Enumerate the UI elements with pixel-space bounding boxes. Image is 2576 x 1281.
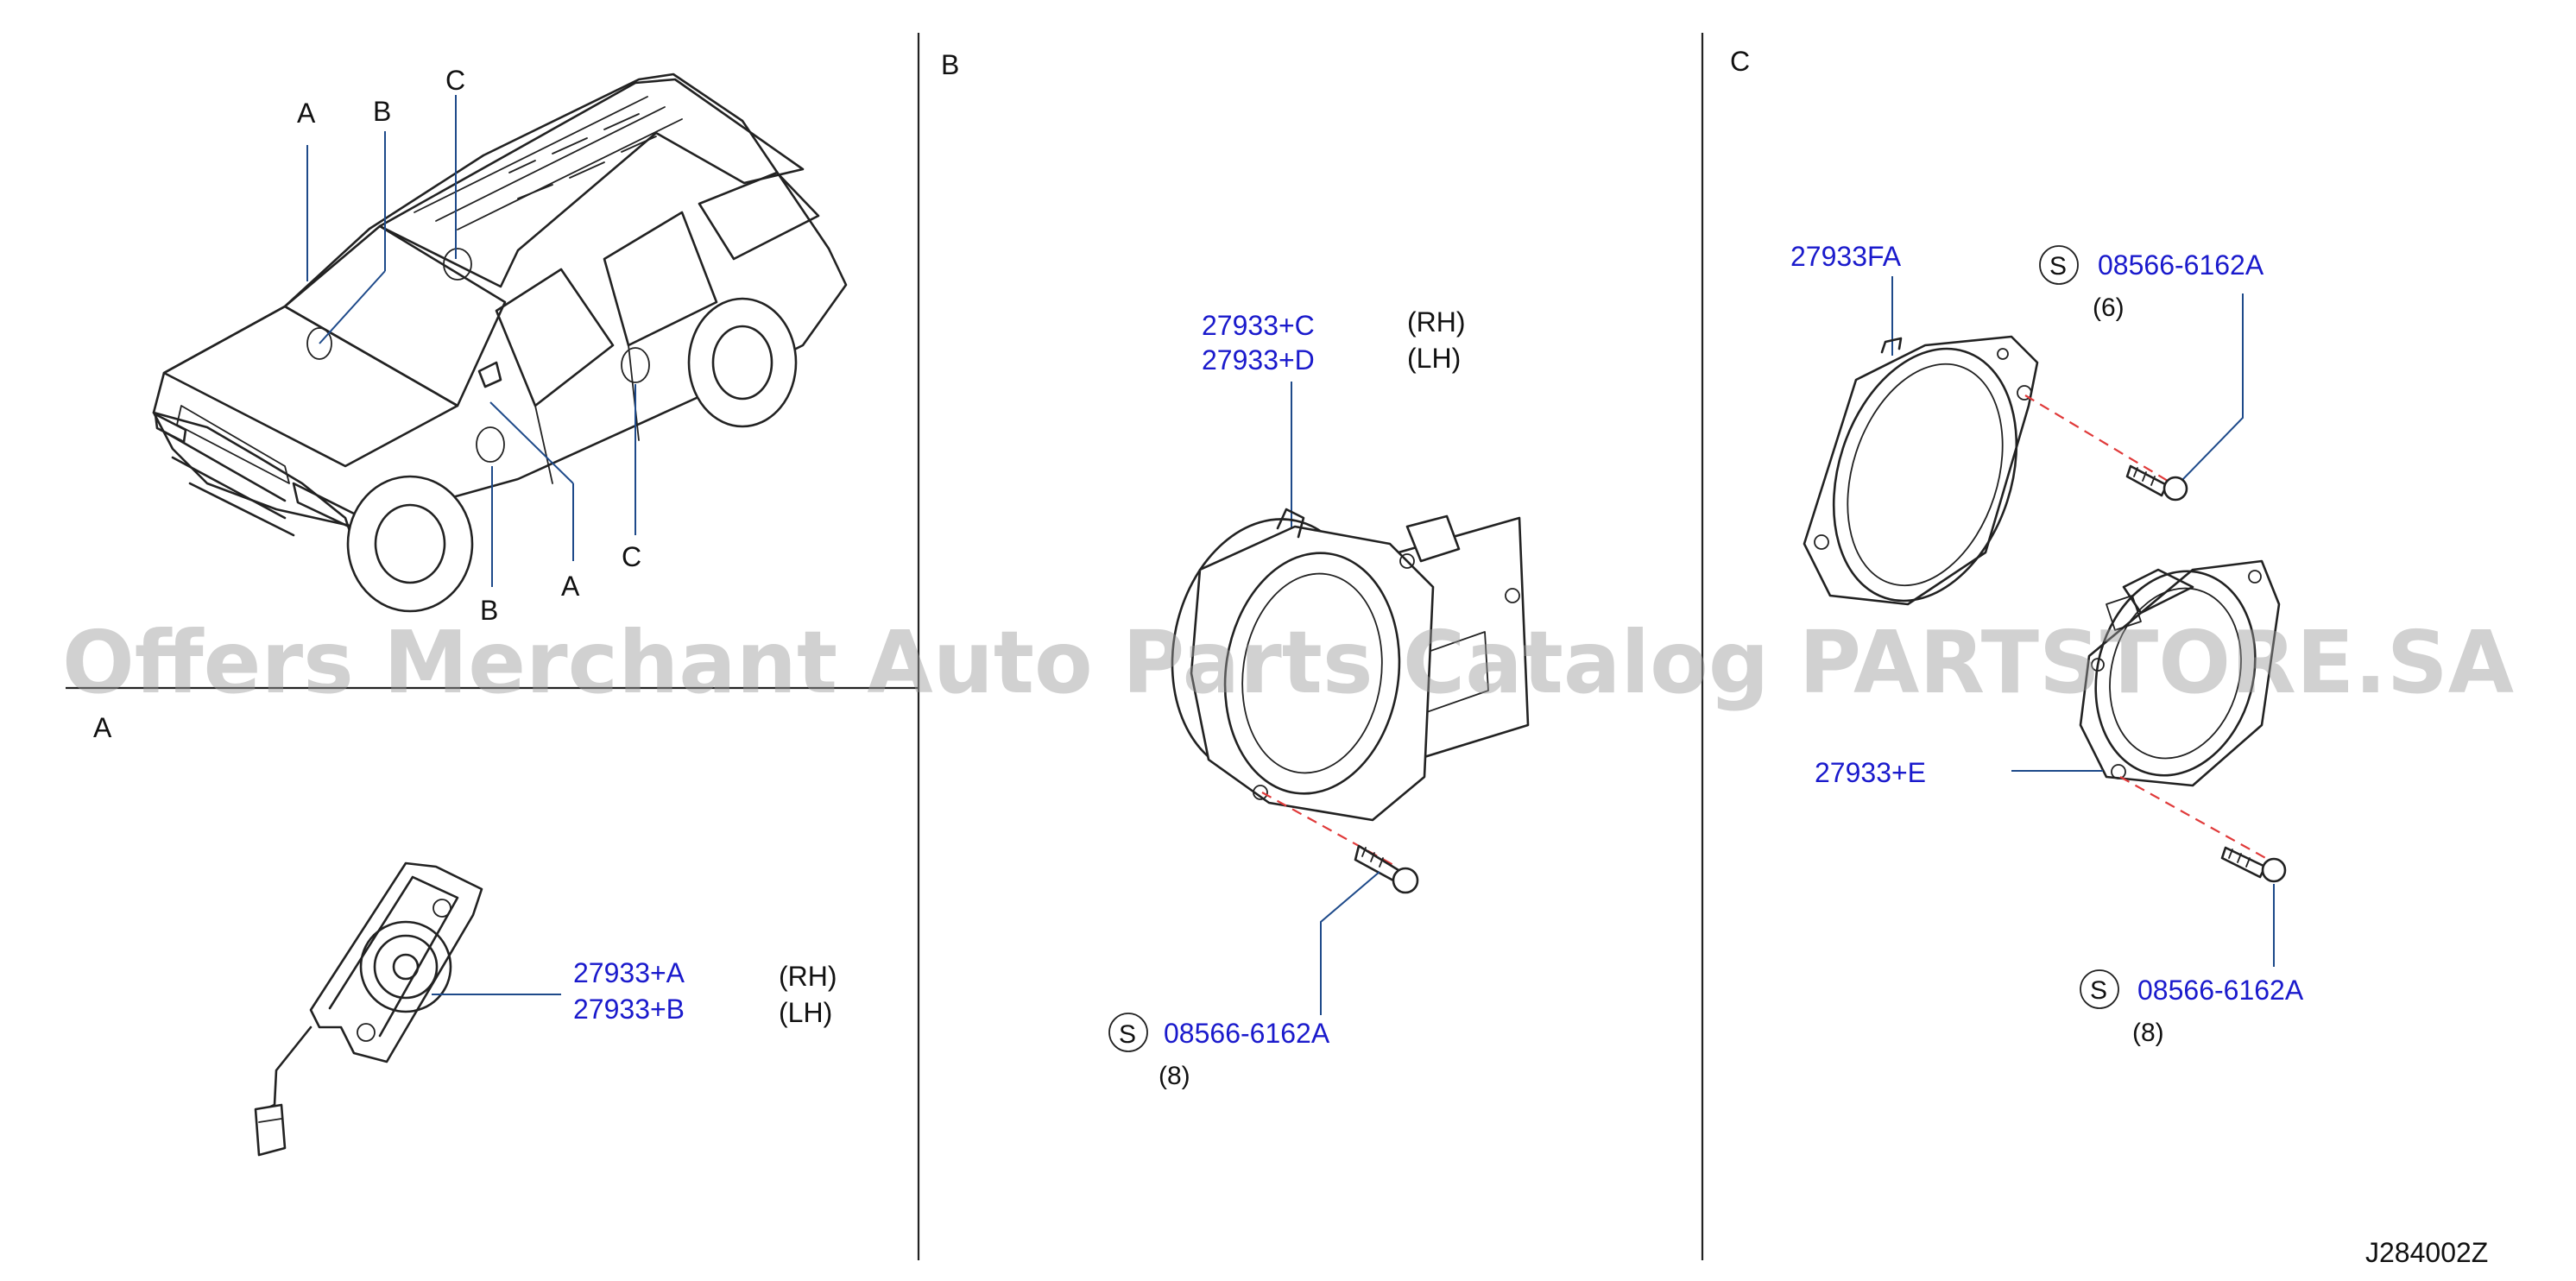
screw1-part-c[interactable]: 08566-6162A (2098, 249, 2264, 281)
watermark: Offers Merchant Auto Parts Catalog PARTS… (62, 612, 2514, 713)
side-lh-a: (LH) (779, 997, 832, 1028)
screw2-axis-c (2119, 776, 2270, 861)
screw2-symbol-c: S (2090, 976, 2107, 1005)
screw1-axis-c (2024, 394, 2173, 484)
screw1-icon (2125, 464, 2188, 502)
screw-qty-b: (8) (1159, 1062, 1190, 1090)
screw2-qty-c: (8) (2132, 1019, 2164, 1047)
screw-leader-b (1320, 871, 1380, 1015)
part-27933-b[interactable]: 27933+B (573, 994, 685, 1025)
callout-bottom-c: C (622, 541, 641, 572)
side-rh-a: (RH) (779, 961, 837, 992)
part-27933fa[interactable]: 27933FA (1790, 241, 1902, 272)
tweeter-speaker-icon (254, 861, 483, 1157)
side-rh-b: (RH) (1407, 306, 1466, 338)
callout-bottom-b: B (480, 595, 498, 626)
screw2-icon (2220, 846, 2287, 883)
screw2-part-c[interactable]: 08566-6162A (2137, 975, 2304, 1006)
callout-top-c: C (445, 65, 465, 96)
part-27933-d[interactable]: 27933+D (1202, 344, 1315, 375)
screw1-symbol-c: S (2049, 252, 2067, 281)
part-27933-a[interactable]: 27933+A (573, 957, 685, 988)
diagram-code: J284002Z (2365, 1237, 2488, 1268)
callout-top-a: A (297, 98, 316, 129)
screw-part-b[interactable]: 08566-6162A (1164, 1018, 1330, 1049)
part-27933-e[interactable]: 27933+E (1815, 757, 1926, 788)
screw1-qty-c: (6) (2093, 293, 2125, 322)
overview-leaders (306, 95, 636, 587)
panel-label-a: A (93, 712, 112, 743)
panel-label-b: B (941, 49, 959, 80)
side-lh-b: (LH) (1407, 343, 1461, 374)
callout-bottom-a: A (561, 571, 580, 602)
screw-icon (1354, 844, 1419, 894)
panel-label-c: C (1730, 46, 1750, 77)
screw-symbol-b: S (1119, 1020, 1136, 1049)
screw-symbol-b-circle (1108, 1013, 1148, 1052)
screw1-leader-c (2178, 293, 2244, 484)
door-speaker-icon (1171, 508, 1530, 822)
speaker-assembly-icon (2079, 559, 2281, 787)
screw2-symbol-c-circle (2080, 969, 2119, 1009)
vehicle-illustration (152, 73, 848, 613)
callout-top-b: B (373, 96, 391, 127)
screw1-symbol-c-circle (2039, 245, 2079, 285)
speaker-bracket-icon (1803, 335, 2039, 606)
part-27933-c[interactable]: 27933+C (1202, 310, 1315, 341)
